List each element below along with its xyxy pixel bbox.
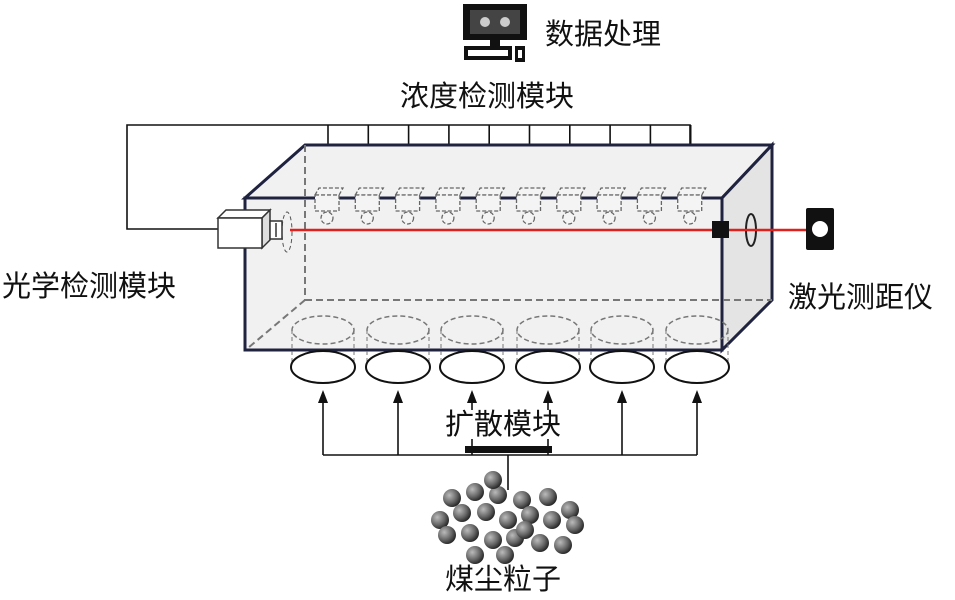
airflow-arrow [393,390,403,455]
particle-icon [499,511,517,529]
particle-icon [431,511,449,529]
particle-icon [543,511,561,529]
label-data-processing: 数据处理 [545,17,662,51]
fan-icon [365,315,431,384]
label-optical-module: 光学检测模块 [2,269,177,303]
diffusion-manifold [323,454,697,490]
sensor-icon [636,187,667,225]
coal-dust-particles [431,471,584,564]
particle-icon [566,516,584,534]
diffusion-fans [290,315,730,455]
particle-icon [477,503,495,521]
sensor-icon [676,187,707,225]
particle-icon [453,504,471,522]
sensor-icon [354,187,385,225]
label-diffusion-module: 扩散模块 [445,407,562,441]
particle-icon [513,491,531,509]
particle-icon [489,486,507,504]
fan-icon [515,315,581,384]
computer-icon [463,4,527,62]
label-concentration-module: 浓度检测模块 [400,79,575,113]
particle-icon [561,501,579,519]
particle-icon [521,506,539,524]
sensor-icon [313,187,345,225]
fan-icon [664,315,730,384]
sensor-icon [394,187,425,225]
particle-icon [461,524,479,542]
label-laser-rangefinder: 激光测距仪 [788,280,934,314]
sensor-icon [515,187,546,225]
sensor-icon [595,187,627,225]
rangefinder-icon [806,208,834,250]
label-coal-dust: 煤尘粒子 [445,562,562,596]
particle-icon [496,546,514,564]
particle-icon [438,526,456,544]
diffusion-pump [465,446,552,453]
sensor-icon [475,187,506,225]
particle-icon [443,489,461,507]
particle-icon [516,521,534,539]
fan-icon [439,315,505,384]
laser-reflector [712,221,729,238]
particle-icon [466,546,484,564]
airflow-arrow [318,390,328,455]
particle-icon [531,534,549,552]
particle-icon [554,536,572,554]
airflow-arrow [692,390,702,455]
particle-icon [484,471,502,489]
particle-icon [539,488,557,506]
particle-icon [484,531,502,549]
airflow-arrow [617,390,627,455]
particle-icon [466,483,484,501]
sensor-icon [434,187,466,225]
test-chamber [241,141,776,354]
camera-icon [216,208,283,250]
fan-icon [589,315,655,384]
fan-icon [290,315,356,384]
sensor-icon [555,187,586,225]
